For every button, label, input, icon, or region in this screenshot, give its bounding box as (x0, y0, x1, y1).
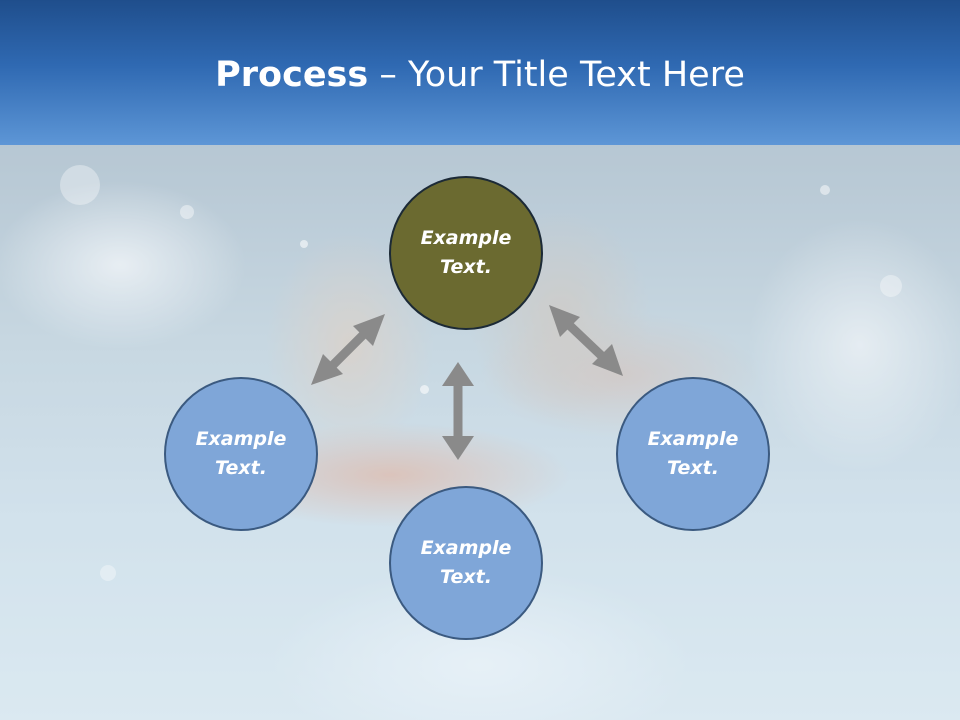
slide-title: Process – Your Title Text Here (0, 52, 960, 98)
left-node: Example Text. (164, 377, 318, 531)
right-node: Example Text. (616, 377, 770, 531)
left-node-label: Example Text. (195, 428, 287, 479)
center-node: Example Text. (389, 176, 543, 330)
arrow-center-right (562, 318, 610, 364)
bottom-node: Example Text. (389, 486, 543, 640)
title-bold: Process (215, 55, 369, 95)
center-node-label: Example Text. (420, 227, 512, 278)
right-node-label: Example Text. (647, 428, 739, 479)
title-rest: – Your Title Text Here (368, 55, 745, 95)
arrow-center-left (326, 328, 370, 372)
bottom-node-label: Example Text. (420, 537, 512, 588)
title-bar: Process – Your Title Text Here (0, 0, 960, 145)
